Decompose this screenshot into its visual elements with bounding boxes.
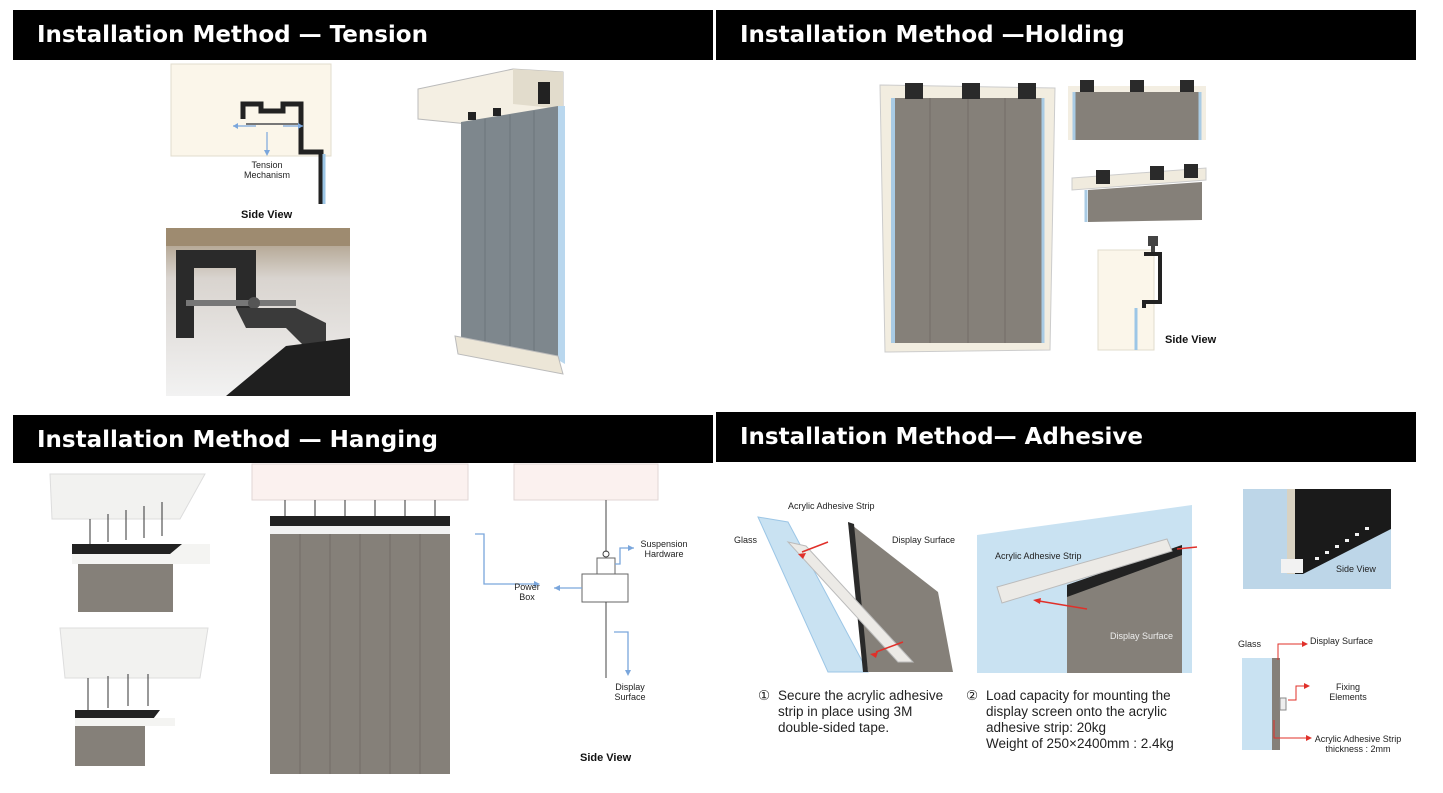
adhesive-strip-label-top: Acrylic Adhesive Strip (788, 501, 875, 511)
adhesive-step1-render (757, 516, 953, 673)
diag-strip-line2: thickness : 2mm (1325, 744, 1391, 754)
adhesive-section-diagram (1242, 641, 1312, 750)
adhesive-display-label-mid: Display Surface (1110, 631, 1174, 641)
hanging-side-view-diagram (475, 463, 659, 678)
step2-line1: Load capacity for mounting the (986, 688, 1171, 703)
step2-number: ② (966, 688, 979, 703)
step2-line4: Weight of 250×2400mm : 2.4kg (986, 736, 1174, 751)
step1-line3: double-sided tape. (778, 720, 890, 735)
step2-line2: display screen onto the acrylic (986, 704, 1167, 719)
adhesive-header: Installation Method— Adhesive (716, 412, 1416, 462)
holding-detail-top (1068, 80, 1206, 140)
tension-clamp-photo (166, 228, 350, 396)
suspension-line2: Hardware (644, 549, 684, 559)
step2-line3: adhesive strip: 20kg (986, 720, 1107, 735)
hanging-header: Installation Method — Hanging (13, 415, 713, 463)
hanging-display-label: Display Surface (605, 682, 655, 702)
hanging-render-bottom (59, 627, 209, 766)
hanging-front-render (251, 463, 469, 774)
adhesive-side-photo (1243, 489, 1391, 589)
adhesive-diag-glass-label: Glass (1238, 639, 1262, 649)
holding-render (879, 83, 1056, 353)
holding-header: Installation Method —Holding (716, 10, 1416, 60)
display-line1: Display (615, 682, 645, 692)
adhesive-strip-label-mid: Acrylic Adhesive Strip (995, 551, 1082, 561)
tension-mechanism-label: Tension Mechanism (237, 160, 297, 180)
suspension-line1: Suspension (640, 539, 688, 549)
display-line2: Surface (614, 692, 646, 702)
fixing-line1: Fixing (1335, 682, 1360, 692)
adhesive-diag-display-label: Display Surface (1310, 636, 1374, 646)
adhesive-step1-text: ① Secure the acrylic adhesive strip in p… (758, 688, 943, 736)
adhesive-diag-strip-label: Acrylic Adhesive Strip thickness : 2mm (1308, 734, 1408, 754)
fixing-line2: Elements (1329, 692, 1367, 702)
holding-side-view-label: Side View (1165, 334, 1217, 346)
power-line2: Box (519, 592, 535, 602)
power-line1: Power (514, 582, 540, 592)
step1-number: ① (758, 688, 771, 703)
tension-mechanism-line2: Mechanism (243, 170, 290, 180)
hanging-render-top (49, 473, 210, 612)
adhesive-display-label-top: Display Surface (892, 535, 956, 545)
adhesive-step2-render (977, 505, 1198, 673)
diag-strip-line1: Acrylic Adhesive Strip (1314, 734, 1402, 744)
adhesive-diag-fixing-label: Fixing Elements (1326, 682, 1370, 702)
adhesive-side-view-label: Side View (1336, 564, 1376, 574)
step1-line2: strip in place using 3M (778, 704, 913, 719)
adhesive-glass-label: Glass (734, 535, 758, 545)
holding-detail-angle (1071, 164, 1207, 222)
hanging-power-label: Power Box (507, 582, 547, 602)
tension-header: Installation Method — Tension (13, 10, 713, 60)
hanging-side-view-label: Side View (580, 752, 632, 764)
hanging-suspension-label: Suspension Hardware (634, 539, 694, 559)
tension-side-view-label: Side View (241, 209, 293, 221)
step1-line1: Secure the acrylic adhesive (778, 688, 944, 703)
holding-side-view-diagram (1097, 236, 1162, 351)
adhesive-step2-text: ② Load capacity for mounting the display… (966, 688, 1174, 752)
tension-mechanism-line1: Tension (251, 160, 283, 170)
tension-side-view-diagram (170, 63, 332, 204)
tension-render (417, 68, 565, 375)
